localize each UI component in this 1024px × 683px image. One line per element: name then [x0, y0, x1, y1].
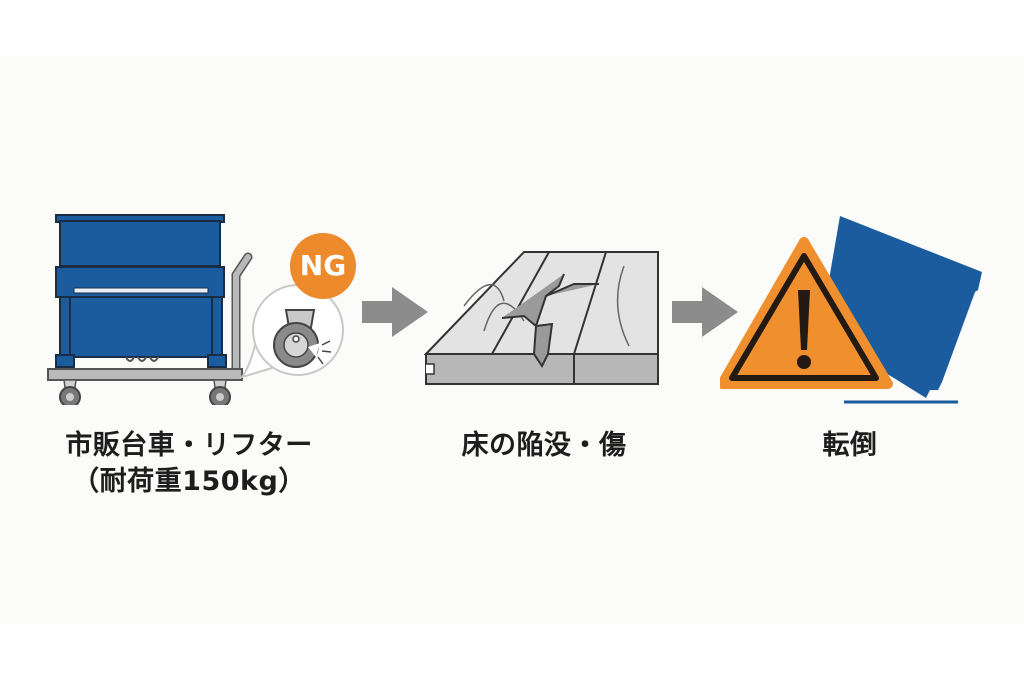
- tipover-icon: [720, 216, 982, 404]
- step-floor-label: 床の陥没・傷: [444, 428, 644, 464]
- step-cart-label-line2: （耐荷重150kg）: [72, 466, 306, 497]
- step-cart-illustration: NG: [46, 205, 356, 405]
- step-tipover-illustration: [720, 212, 990, 407]
- step-cart-label-line1: 市販台車・リフター: [65, 430, 313, 461]
- step-floor-illustration: [424, 246, 664, 386]
- cracked-floor-icon: [424, 251, 659, 385]
- arrow-right-icon: [362, 287, 428, 337]
- step-floor-label-line1: 床の陥没・傷: [461, 430, 627, 461]
- step-cart-label: 市販台車・リフター （耐荷重150kg）: [44, 428, 334, 500]
- step-tipover-label: 転倒: [790, 428, 910, 464]
- piano-on-cart-icon: [47, 214, 356, 405]
- arrow-right-icon: [672, 287, 738, 337]
- ng-badge: NG: [299, 249, 347, 282]
- step-tipover-label-line1: 転倒: [822, 430, 878, 461]
